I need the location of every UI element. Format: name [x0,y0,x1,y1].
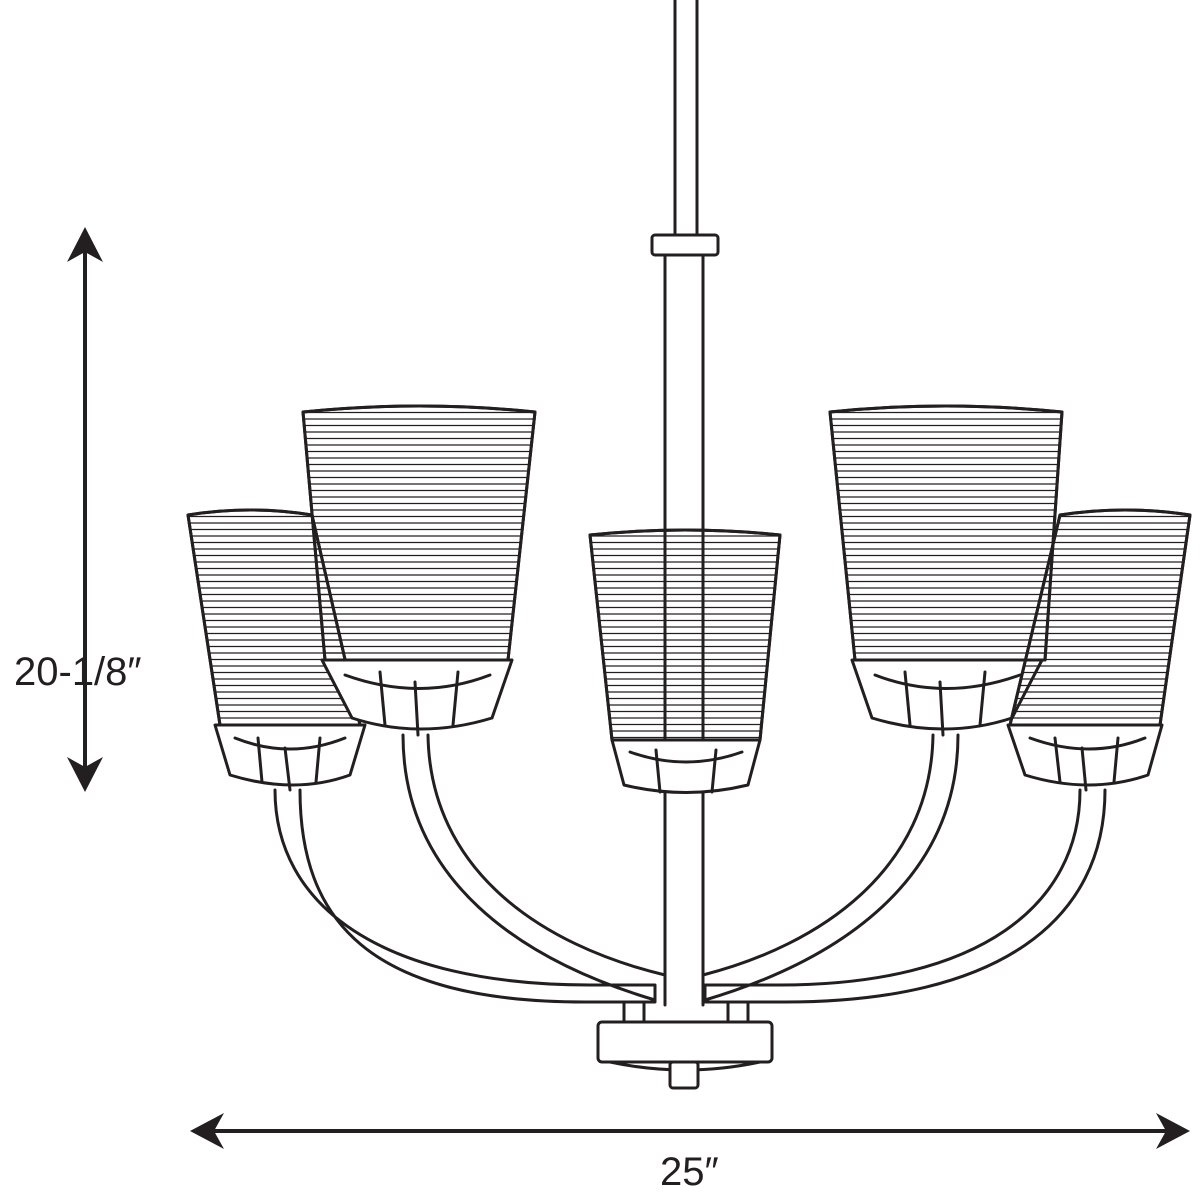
arm-inner-left [401,733,667,1004]
shade-inner-left [301,404,537,737]
shade-inner-right [828,404,1064,737]
arm-outer-right [703,788,1107,1004]
shade-center [588,528,782,794]
width-dimension-arrow [190,1113,1190,1149]
downrod [650,0,720,1007]
height-dimension-label: 20-1/8″ [14,650,142,694]
arm-inner-right [701,733,960,1004]
arm-outer-left [273,788,657,1004]
chandelier [186,0,1192,1090]
center-hub [596,1000,774,1090]
height-dimension-arrow [67,227,103,792]
shade-far-right [1006,508,1192,792]
width-dimension-label: 25″ [660,1150,719,1194]
